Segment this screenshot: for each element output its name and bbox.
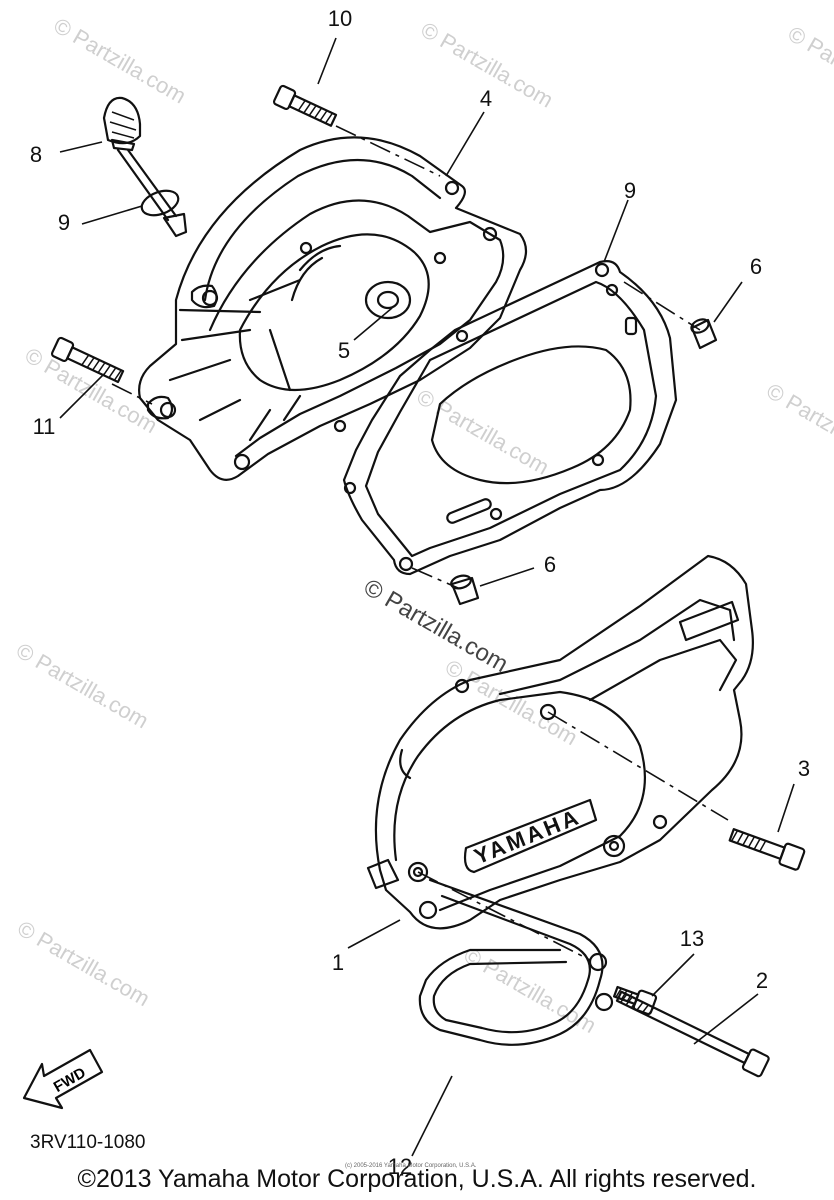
bolt-9 <box>50 336 125 384</box>
copyright: ©2013 Yamaha Motor Corporation, U.S.A. A… <box>77 1165 757 1193</box>
callout-2: 2 <box>756 968 768 993</box>
watermark: © Partzilla.com <box>784 21 834 117</box>
dipstick-10 <box>102 96 188 238</box>
callout-12: 12 <box>388 1154 412 1179</box>
callouts: 10 4 8 9 9 6 5 11 6 3 1 13 2 12 <box>30 6 810 1179</box>
callout-1: 1 <box>332 950 344 975</box>
watermark: © Partzilla.com <box>762 378 834 474</box>
callout-5: 5 <box>338 338 350 363</box>
guard-12 <box>418 878 614 1046</box>
fwd-arrow: FWD <box>22 1048 104 1110</box>
dowel-pin-6-lower <box>450 574 480 606</box>
callout-7: 9 <box>624 178 636 203</box>
callout-6-lower: 6 <box>544 552 556 577</box>
watermark-center: © Partzilla.com <box>359 574 513 678</box>
watermark: © Partzilla.com <box>441 654 582 750</box>
tiny-credit: (c) 2005-2016 Yamaha Motor Corporation, … <box>345 1163 477 1169</box>
bolt-8 <box>272 84 338 127</box>
diagram-code: 3RV110-1080 <box>30 1132 146 1153</box>
bolt-3 <box>728 828 806 871</box>
brand-label: YAMAHA <box>471 804 585 869</box>
gasket-7 <box>342 260 678 576</box>
dowel-pin-6-upper <box>690 318 718 350</box>
watermark: © Partzilla.com <box>460 942 601 1038</box>
callout-3: 3 <box>798 756 810 781</box>
o-ring-11 <box>140 189 180 217</box>
callout-13: 13 <box>680 926 704 951</box>
callout-11: 9 <box>58 210 70 235</box>
crankcase-cover-4 <box>138 136 528 481</box>
callout-8: 10 <box>328 6 352 31</box>
callout-4: 4 <box>480 86 492 111</box>
watermark: © Partzilla.com <box>12 638 153 734</box>
bolt-2 <box>615 990 770 1078</box>
watermark: © Partzilla.com <box>13 915 154 1011</box>
alignment-lines <box>111 125 729 961</box>
callout-9: 11 <box>33 414 56 439</box>
callout-6-upper: 6 <box>750 254 762 279</box>
callout-10: 8 <box>30 142 42 167</box>
leader-lines <box>59 37 795 1157</box>
watermark: © Partzilla.com <box>49 13 190 109</box>
